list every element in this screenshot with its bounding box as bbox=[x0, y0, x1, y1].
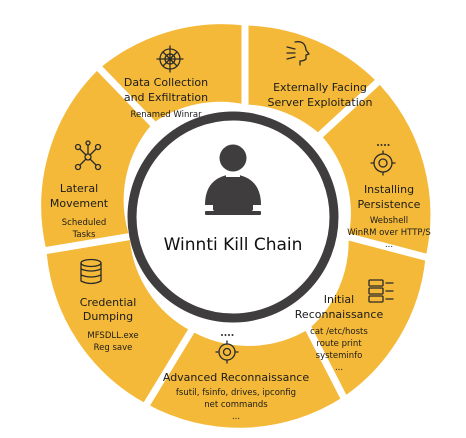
database-icon bbox=[80, 258, 102, 285]
stage-installing-persistence: Installing Persistence Webshell WinRM ov… bbox=[347, 183, 431, 250]
stage-detail: ... bbox=[335, 363, 343, 373]
stage-title: Lateral bbox=[60, 182, 98, 195]
stage-detail: fsutil, fsinfo, drives, ipconfig bbox=[176, 388, 296, 398]
network-icon bbox=[74, 140, 102, 171]
gear-dots-icon bbox=[215, 334, 239, 364]
stage-detail: Tasks bbox=[72, 230, 96, 240]
hub-ring bbox=[127, 111, 339, 323]
segment-advanced-reconnaissance bbox=[140, 321, 350, 435]
stage-advanced-reconnaissance: Advanced Reconnaissance fsutil, fsinfo, … bbox=[163, 371, 309, 422]
stage-detail: net commands bbox=[204, 400, 268, 410]
stage-detail: Webshell bbox=[370, 216, 408, 226]
globe-target-icon bbox=[156, 45, 184, 73]
stage-title: Initial bbox=[324, 293, 354, 306]
stage-detail: WinRM over HTTP/S bbox=[347, 228, 431, 238]
face-profile-icon bbox=[286, 41, 310, 66]
stage-external-exploitation: Externally Facing Server Exploitation bbox=[268, 81, 373, 109]
stage-title: Installing bbox=[364, 183, 414, 196]
stage-title: Server Exploitation bbox=[268, 96, 373, 109]
center-hub: Winnti Kill Chain bbox=[127, 111, 339, 323]
stage-title: and Exfiltration bbox=[124, 91, 208, 104]
gear-shield-icon bbox=[370, 144, 396, 176]
stage-title: Credential bbox=[80, 296, 137, 309]
stage-detail: Reg save bbox=[94, 343, 133, 353]
stage-detail: MFSDLL.exe bbox=[87, 331, 138, 341]
stage-detail: ... bbox=[385, 240, 393, 250]
stage-title: Persistence bbox=[358, 198, 421, 211]
stage-title: Reconnaissance bbox=[295, 308, 384, 321]
hacker-laptop-icon bbox=[205, 144, 261, 215]
stage-initial-reconnaissance: Initial Reconnaissance cat /etc/hosts ro… bbox=[295, 293, 384, 373]
stage-title: Advanced Reconnaissance bbox=[163, 371, 309, 384]
stage-title: Externally Facing bbox=[273, 81, 367, 94]
stage-detail: route print bbox=[316, 339, 362, 349]
stage-detail: cat /etc/hosts bbox=[310, 327, 368, 337]
stage-detail: Renamed Winrar bbox=[130, 110, 202, 120]
center-title: Winnti Kill Chain bbox=[164, 235, 303, 255]
stage-lateral-movement: Lateral Movement Scheduled Tasks bbox=[50, 182, 109, 240]
stage-detail: systeminfo bbox=[316, 351, 363, 361]
stage-detail: Scheduled bbox=[62, 218, 106, 228]
stage-data-collection: Data Collection and Exfiltration Renamed… bbox=[124, 76, 208, 120]
stage-credential-dumping: Credential Dumping MFSDLL.exe Reg save bbox=[80, 296, 139, 353]
stage-title: Data Collection bbox=[124, 76, 208, 89]
stage-title: Dumping bbox=[83, 310, 133, 323]
stage-detail: ... bbox=[232, 412, 240, 422]
segment-lateral-movement bbox=[34, 61, 160, 255]
server-list-icon bbox=[368, 279, 394, 303]
stage-title: Movement bbox=[50, 197, 109, 210]
